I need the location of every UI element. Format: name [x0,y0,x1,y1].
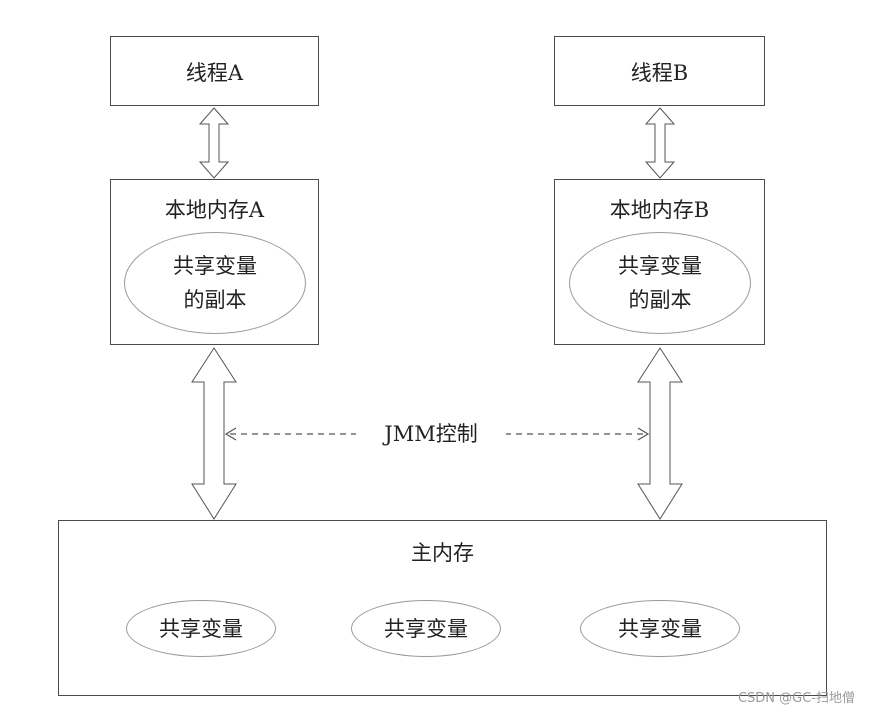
local-memory-a-box: 本地内存A 共享变量 的副本 [110,179,319,345]
jmm-control-label: JMM控制 [356,418,506,450]
main-shared-variable-2: 共享变量 [351,600,501,657]
main-memory-label: 主内存 [411,541,474,565]
jmm-arrowhead-right [637,427,650,441]
local-b-copy-line1: 共享变量 [618,254,702,278]
local-memory-b-label: 本地内存B [609,198,710,222]
jmm-arrowhead-left [224,427,237,441]
arrow-thread-a-local-a [198,107,230,179]
local-memory-b-box: 本地内存B 共享变量 的副本 [554,179,765,345]
local-b-copy-ellipse: 共享变量 的副本 [569,232,751,334]
arrow-local-a-main [191,347,237,520]
main-memory-box: 主内存 共享变量 共享变量 共享变量 [58,520,827,696]
local-a-copy-ellipse: 共享变量 的副本 [124,232,306,334]
local-memory-a-label: 本地内存A [164,198,265,222]
local-a-copy-line1: 共享变量 [173,254,257,278]
main-shared-variable-1: 共享变量 [126,600,276,657]
thread-b-label: 线程B [630,61,689,85]
arrow-thread-b-local-b [644,107,676,179]
thread-a-label: 线程A [185,61,244,85]
arrow-local-b-main [637,347,683,520]
local-a-copy-line2: 的副本 [183,288,247,312]
thread-a-box: 线程A [110,36,319,106]
thread-b-box: 线程B [554,36,765,106]
main-shared-variable-3: 共享变量 [580,600,740,657]
local-b-copy-line2: 的副本 [628,288,692,312]
csdn-watermark: CSDN @GC-扫地僧 [737,691,855,706]
